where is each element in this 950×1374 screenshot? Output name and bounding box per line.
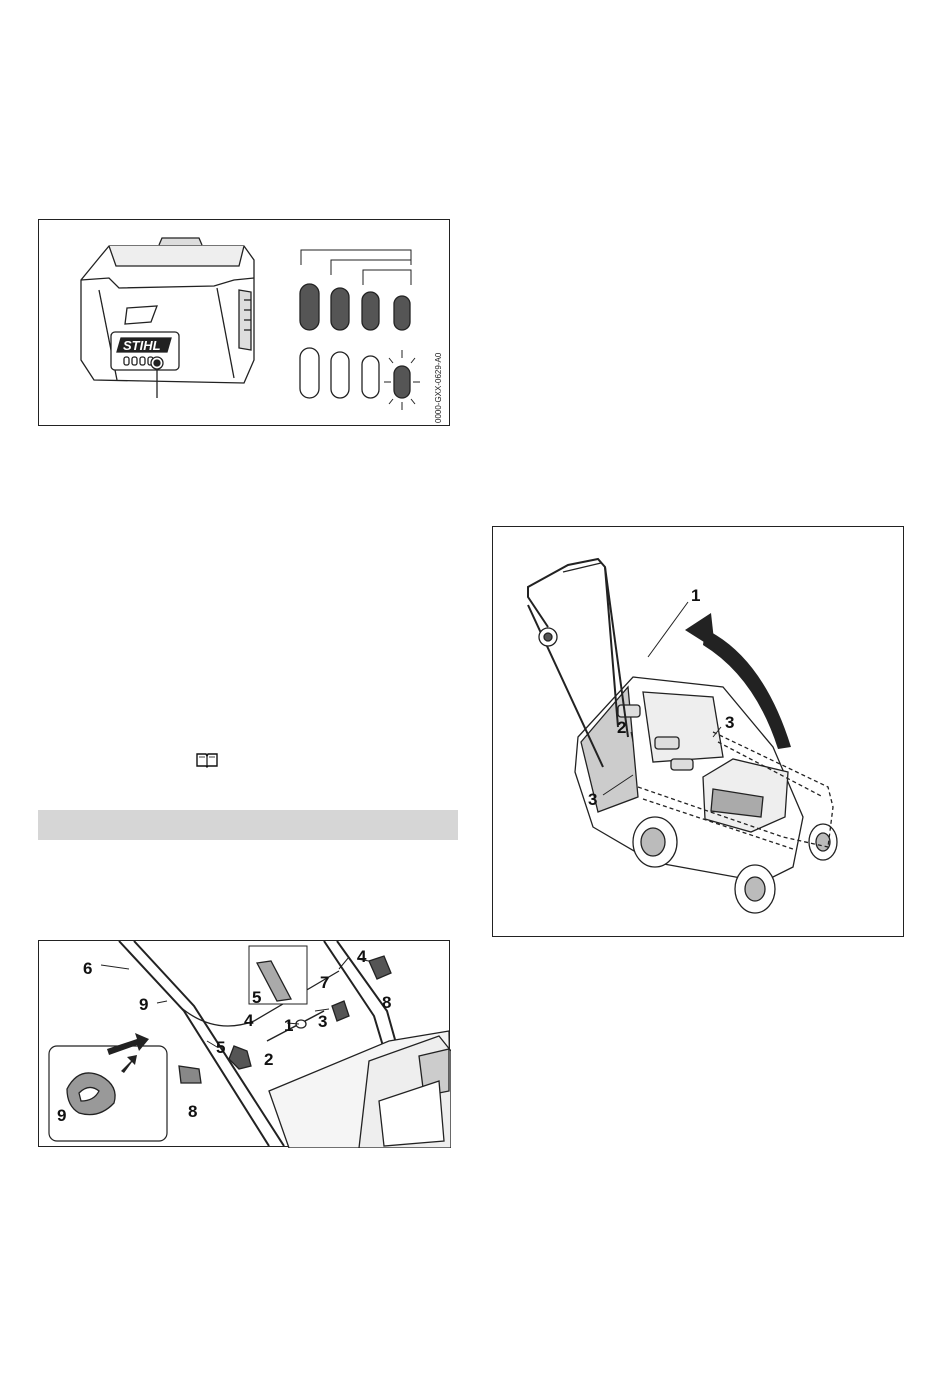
section-heading-bar <box>38 810 458 840</box>
callout-1: 1 <box>691 586 700 605</box>
led-range-brackets <box>301 250 411 285</box>
handle-assembly-figure: 6 9 4 1 3 7 4 8 5 5 2 8 9 <box>38 940 450 1147</box>
callout-6: 6 <box>83 959 92 978</box>
callout-1: 1 <box>284 1016 293 1035</box>
battery-figure: STIHL <box>38 219 450 426</box>
figure-code: 0000-GXX-0629-A0 <box>434 352 443 423</box>
battery-brand-logo: STIHL <box>123 338 161 353</box>
callout-3-lower: 3 <box>588 790 597 809</box>
led-row-blinking <box>300 348 420 410</box>
handle-assembly-illustration <box>49 941 451 1148</box>
callout-8-right: 8 <box>382 993 391 1012</box>
callout-8-left: 8 <box>188 1102 197 1121</box>
callout-4-right: 4 <box>357 947 367 966</box>
open-book-icon <box>196 752 218 768</box>
callout-2: 2 <box>617 718 626 737</box>
callout-7: 7 <box>320 973 329 992</box>
callout-5-inset: 5 <box>252 988 261 1007</box>
callout-5: 5 <box>216 1038 225 1057</box>
callout-3: 3 <box>318 1012 327 1031</box>
callout-2: 2 <box>264 1050 273 1069</box>
callout-9-upper: 9 <box>139 995 148 1014</box>
callout-9-inset: 9 <box>57 1106 66 1125</box>
battery-illustration <box>81 238 254 398</box>
callout-3-upper: 3 <box>725 713 734 732</box>
mower-fold-figure: 1 2 3 3 <box>492 526 904 937</box>
callout-4-left: 4 <box>244 1011 254 1030</box>
mower-illustration <box>528 559 837 913</box>
led-row-charged <box>300 284 410 330</box>
